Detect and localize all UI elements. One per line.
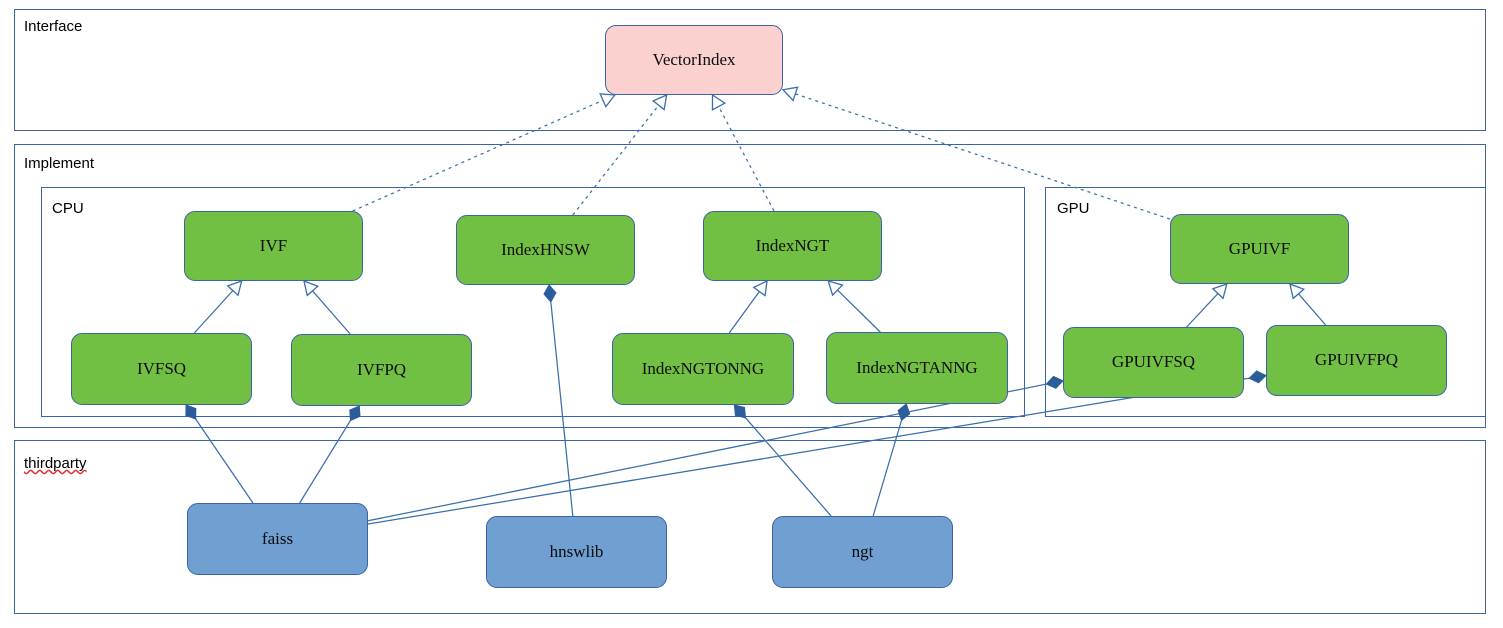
node-vectorindex[interactable]: VectorIndex xyxy=(605,25,783,95)
node-faiss[interactable]: faiss xyxy=(187,503,368,575)
node-gpuivfsq[interactable]: GPUIVFSQ xyxy=(1063,327,1244,398)
node-indexngtonng[interactable]: IndexNGTONNG xyxy=(612,333,794,405)
node-ivfsq[interactable]: IVFSQ xyxy=(71,333,252,405)
node-label-indexngtanng: IndexNGTANNG xyxy=(856,357,978,377)
node-indexngt[interactable]: IndexNGT xyxy=(703,211,882,281)
group-label-interface: Interface xyxy=(24,18,83,35)
node-label-faiss: faiss xyxy=(261,528,294,548)
node-indexhnsw[interactable]: IndexHNSW xyxy=(456,215,635,285)
node-label-ivfsq: IVFSQ xyxy=(136,358,187,378)
node-gpuivf[interactable]: GPUIVF xyxy=(1170,214,1349,284)
node-label-ngt: ngt xyxy=(851,541,874,561)
node-ngt[interactable]: ngt xyxy=(772,516,953,588)
node-gpuivfpq[interactable]: GPUIVFPQ xyxy=(1266,325,1447,396)
node-label-indexhnsw: IndexHNSW xyxy=(501,239,590,259)
group-label-thirdparty: thirdparty xyxy=(24,455,87,472)
group-label-implement: Implement xyxy=(24,155,95,172)
node-ivfpq[interactable]: IVFPQ xyxy=(291,334,472,406)
group-label-cpu: CPU xyxy=(52,200,84,217)
node-label-gpuivfpq: GPUIVFPQ xyxy=(1314,350,1399,370)
node-label-hnswlib: hnswlib xyxy=(549,541,604,561)
node-label-vectorindex: VectorIndex xyxy=(652,49,736,69)
node-ivf[interactable]: IVF xyxy=(184,211,363,281)
node-label-ivf: IVF xyxy=(259,235,288,255)
group-label-gpu: GPU xyxy=(1057,200,1090,217)
node-hnswlib[interactable]: hnswlib xyxy=(486,516,667,588)
node-label-indexngt: IndexNGT xyxy=(755,235,830,255)
node-label-ivfpq: IVFPQ xyxy=(356,359,407,379)
node-label-gpuivf: GPUIVF xyxy=(1228,238,1291,258)
node-indexngtanng[interactable]: IndexNGTANNG xyxy=(826,332,1008,404)
node-label-indexngtonng: IndexNGTONNG xyxy=(641,358,765,378)
node-label-gpuivfsq: GPUIVFSQ xyxy=(1111,352,1196,372)
group-box-gpu xyxy=(1045,187,1486,417)
